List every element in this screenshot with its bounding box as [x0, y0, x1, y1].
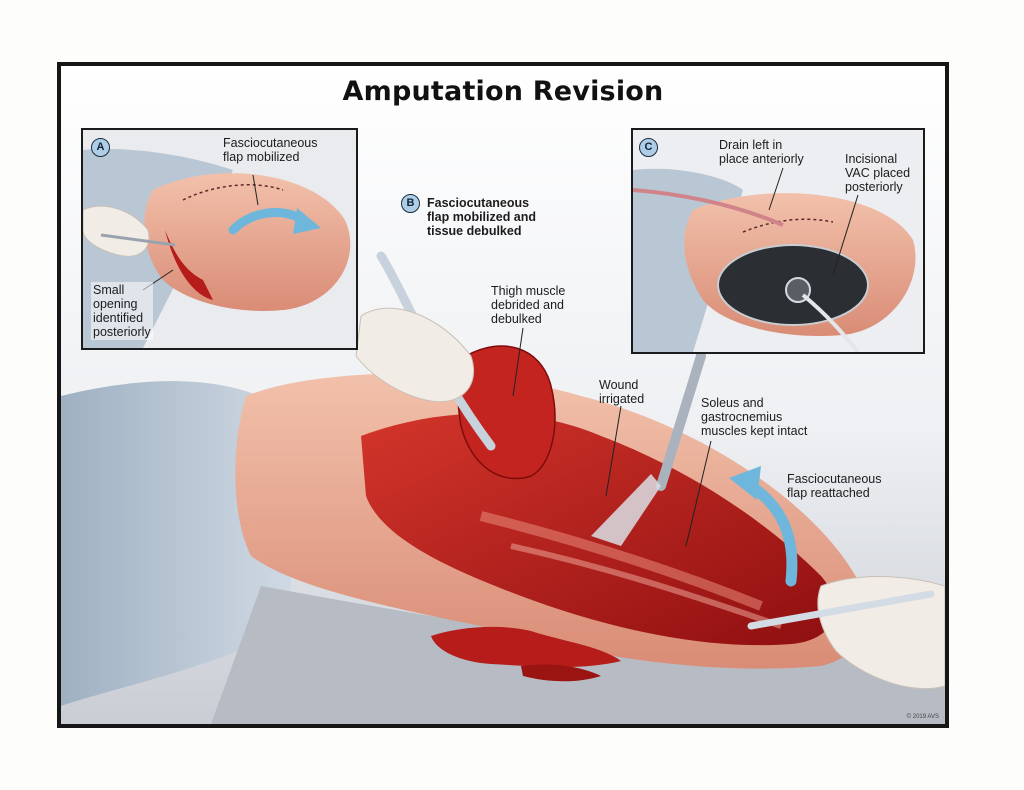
- illustration-frame: Amputation Revision A Fasciocutaneous fl…: [57, 62, 949, 728]
- debrided-tissue-2: [521, 664, 601, 682]
- copyright-notice: © 2019 AVS: [906, 714, 939, 720]
- inset-panel-a: A Fasciocutaneous flap mobilized Small o…: [81, 128, 358, 350]
- inset-a-illustration: [83, 130, 356, 348]
- inset-a-instrument: [100, 233, 176, 247]
- inset-a-suture-line: [182, 184, 284, 201]
- inset-c-drain: [633, 188, 784, 227]
- soleus-label: Soleus and gastrocnemius muscles kept in…: [701, 396, 808, 438]
- flap-arrow-head: [729, 466, 761, 500]
- gloved-hand-upper: [355, 307, 475, 403]
- scalpel-handle: [747, 590, 935, 630]
- leader-wound: [605, 405, 622, 497]
- panel-b-badge: B: [401, 194, 420, 213]
- muscle-fibers: [479, 511, 763, 611]
- panel-c-badge: C: [639, 138, 658, 157]
- inset-c-leader-drain: [768, 167, 784, 211]
- muscle-fibers-2: [510, 543, 782, 629]
- leader-thigh-muscle: [512, 327, 524, 397]
- inset-a-leader-flap: [252, 174, 259, 206]
- irrigation-tube: [656, 351, 706, 491]
- inset-c-leader-vac: [832, 194, 859, 276]
- debrided-tissue: [431, 626, 621, 668]
- inset-a-hand: [83, 205, 150, 257]
- flap-reattached-label: Fasciocutaneous flap reattached: [787, 472, 882, 500]
- surgical-drape: [61, 381, 291, 706]
- panel-a-badge: A: [91, 138, 110, 157]
- thigh-muscle-label: Thigh muscle debrided and debulked: [491, 284, 566, 326]
- gloved-hand-lower: [817, 576, 945, 690]
- inset-c-vac-tube: [801, 293, 860, 352]
- panel-a-opening-label: Small opening identified posteriorly: [91, 282, 153, 340]
- flap-arrow: [745, 480, 798, 587]
- page-title: Amputation Revision: [342, 76, 664, 107]
- panel-a-flap-label: Fasciocutaneous flap mobilized: [223, 136, 318, 164]
- inset-c-illustration: [633, 130, 923, 352]
- inset-a-arrow-head: [293, 208, 321, 234]
- inset-panel-c: C Drain left in place anteriorly Incisio…: [631, 128, 925, 354]
- panel-c-drain-label: Drain left in place anteriorly: [719, 138, 804, 166]
- thigh-muscle-flap: [456, 345, 556, 480]
- wound-irrigated-label: Wound irrigated: [599, 378, 645, 406]
- leader-soleus: [685, 440, 712, 547]
- panel-c-vac-label: Incisional VAC placed posteriorly: [845, 152, 911, 194]
- irrigation-spray: [591, 474, 661, 546]
- inset-a-opening: [165, 230, 213, 300]
- panel-b-label: Fasciocutaneous flap mobilized and tissu…: [427, 196, 537, 238]
